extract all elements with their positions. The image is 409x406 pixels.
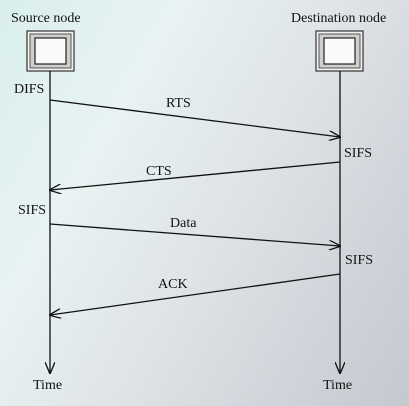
ack-label: ACK (158, 277, 188, 292)
rts-label: RTS (166, 96, 191, 111)
ack-arrow (50, 273, 341, 315)
data-label: Data (170, 216, 197, 231)
source-node-label: Source node (11, 11, 81, 26)
sifs-dest-label-2: SIFS (345, 253, 374, 268)
sifs-dest-label-1: SIFS (344, 146, 373, 161)
destination-time-label: Time (323, 378, 353, 393)
data-arrow (49, 223, 340, 246)
cts-label: CTS (146, 164, 172, 179)
source-time-label: Time (33, 378, 63, 393)
cts-arrow (50, 161, 341, 190)
destination-node-label: Destination node (291, 11, 387, 26)
sifs-source-label: SIFS (18, 203, 47, 218)
difs-label: DIFS (14, 82, 45, 97)
source-node-icon (26, 30, 75, 72)
rts-arrow (49, 99, 340, 137)
destination-node-icon (315, 30, 364, 72)
